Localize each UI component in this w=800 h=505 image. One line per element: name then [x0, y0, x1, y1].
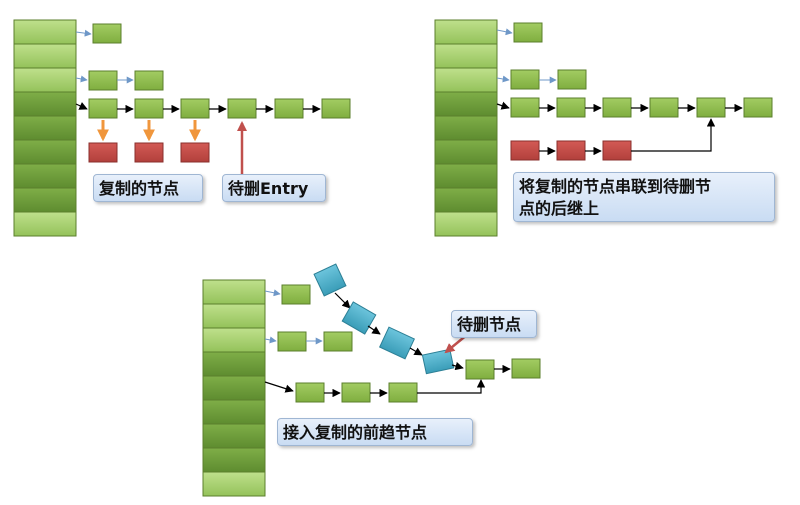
- node: [180, 98, 210, 119]
- old-node: [313, 263, 347, 297]
- node: [274, 98, 304, 119]
- old-node: [378, 326, 416, 360]
- copied-node: [602, 140, 632, 161]
- copied-node: [341, 382, 371, 403]
- node: [92, 23, 122, 44]
- node: [277, 331, 307, 352]
- node: [88, 70, 118, 91]
- node: [323, 331, 353, 352]
- label-copied-nodes: 复制的节点: [93, 174, 203, 202]
- copied-node: [295, 382, 325, 403]
- copied-node: [180, 142, 210, 163]
- node: [510, 97, 540, 118]
- copied-node: [510, 140, 540, 161]
- copied-node: [556, 140, 586, 161]
- node: [513, 22, 543, 43]
- node: [134, 70, 164, 91]
- node: [88, 98, 118, 119]
- link-to-successor: [417, 379, 486, 394]
- node: [557, 69, 587, 90]
- panel-1: [13, 19, 351, 237]
- bucket-array-3: [202, 279, 266, 497]
- node: [281, 284, 311, 305]
- bucket-array-1: [13, 19, 77, 237]
- label-connect-copied-predecessor: 接入复制的前趋节点: [277, 418, 473, 446]
- node: [321, 98, 351, 119]
- old-node: [341, 301, 377, 335]
- node: [134, 98, 164, 119]
- label-pending-delete-entry: 待删Entry: [222, 174, 326, 202]
- label-chain-to-successor: 将复制的节点串联到待删节 点的后继上: [513, 172, 775, 222]
- node: [602, 97, 632, 118]
- pending-delete-node: [421, 348, 455, 375]
- node: [649, 97, 679, 118]
- pending-delete-node: [227, 98, 257, 119]
- copied-node: [134, 142, 164, 163]
- node: [743, 97, 773, 118]
- node: [556, 97, 586, 118]
- bucket-array-2: [434, 19, 498, 237]
- successor-node: [465, 359, 495, 380]
- panel-3: [202, 263, 541, 497]
- node: [511, 358, 541, 379]
- node: [510, 69, 540, 90]
- label-pending-delete-node: 待删节点: [451, 310, 537, 338]
- copied-node: [388, 382, 418, 403]
- copied-node: [88, 142, 118, 163]
- successor-node: [696, 97, 726, 118]
- panel-2: [434, 19, 773, 237]
- link-to-successor: [631, 118, 716, 152]
